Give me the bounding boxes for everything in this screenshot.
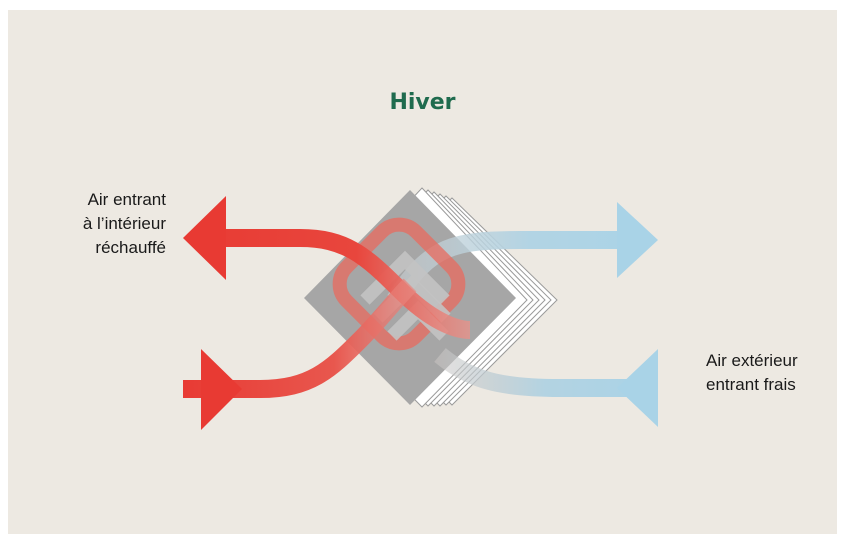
outdoor-air-label: Air extérieur entrant frais xyxy=(706,349,841,397)
indoor-air-label: Air entrant à l’intérieur réchauffé xyxy=(20,188,166,260)
indoor-air-label-line-3: réchauffé xyxy=(95,238,166,257)
indoor-air-label-line-2: à l’intérieur xyxy=(82,214,166,233)
outdoor-air-label-line-1: Air extérieur xyxy=(706,351,798,370)
cold-air-incoming-arrow xyxy=(434,347,658,427)
warm-air-incoming-arrow xyxy=(183,278,417,430)
outdoor-air-label-line-2: entrant frais xyxy=(706,375,796,394)
indoor-air-label-line-1: Air entrant xyxy=(87,190,166,209)
diagram-title: Hiver xyxy=(389,90,456,115)
